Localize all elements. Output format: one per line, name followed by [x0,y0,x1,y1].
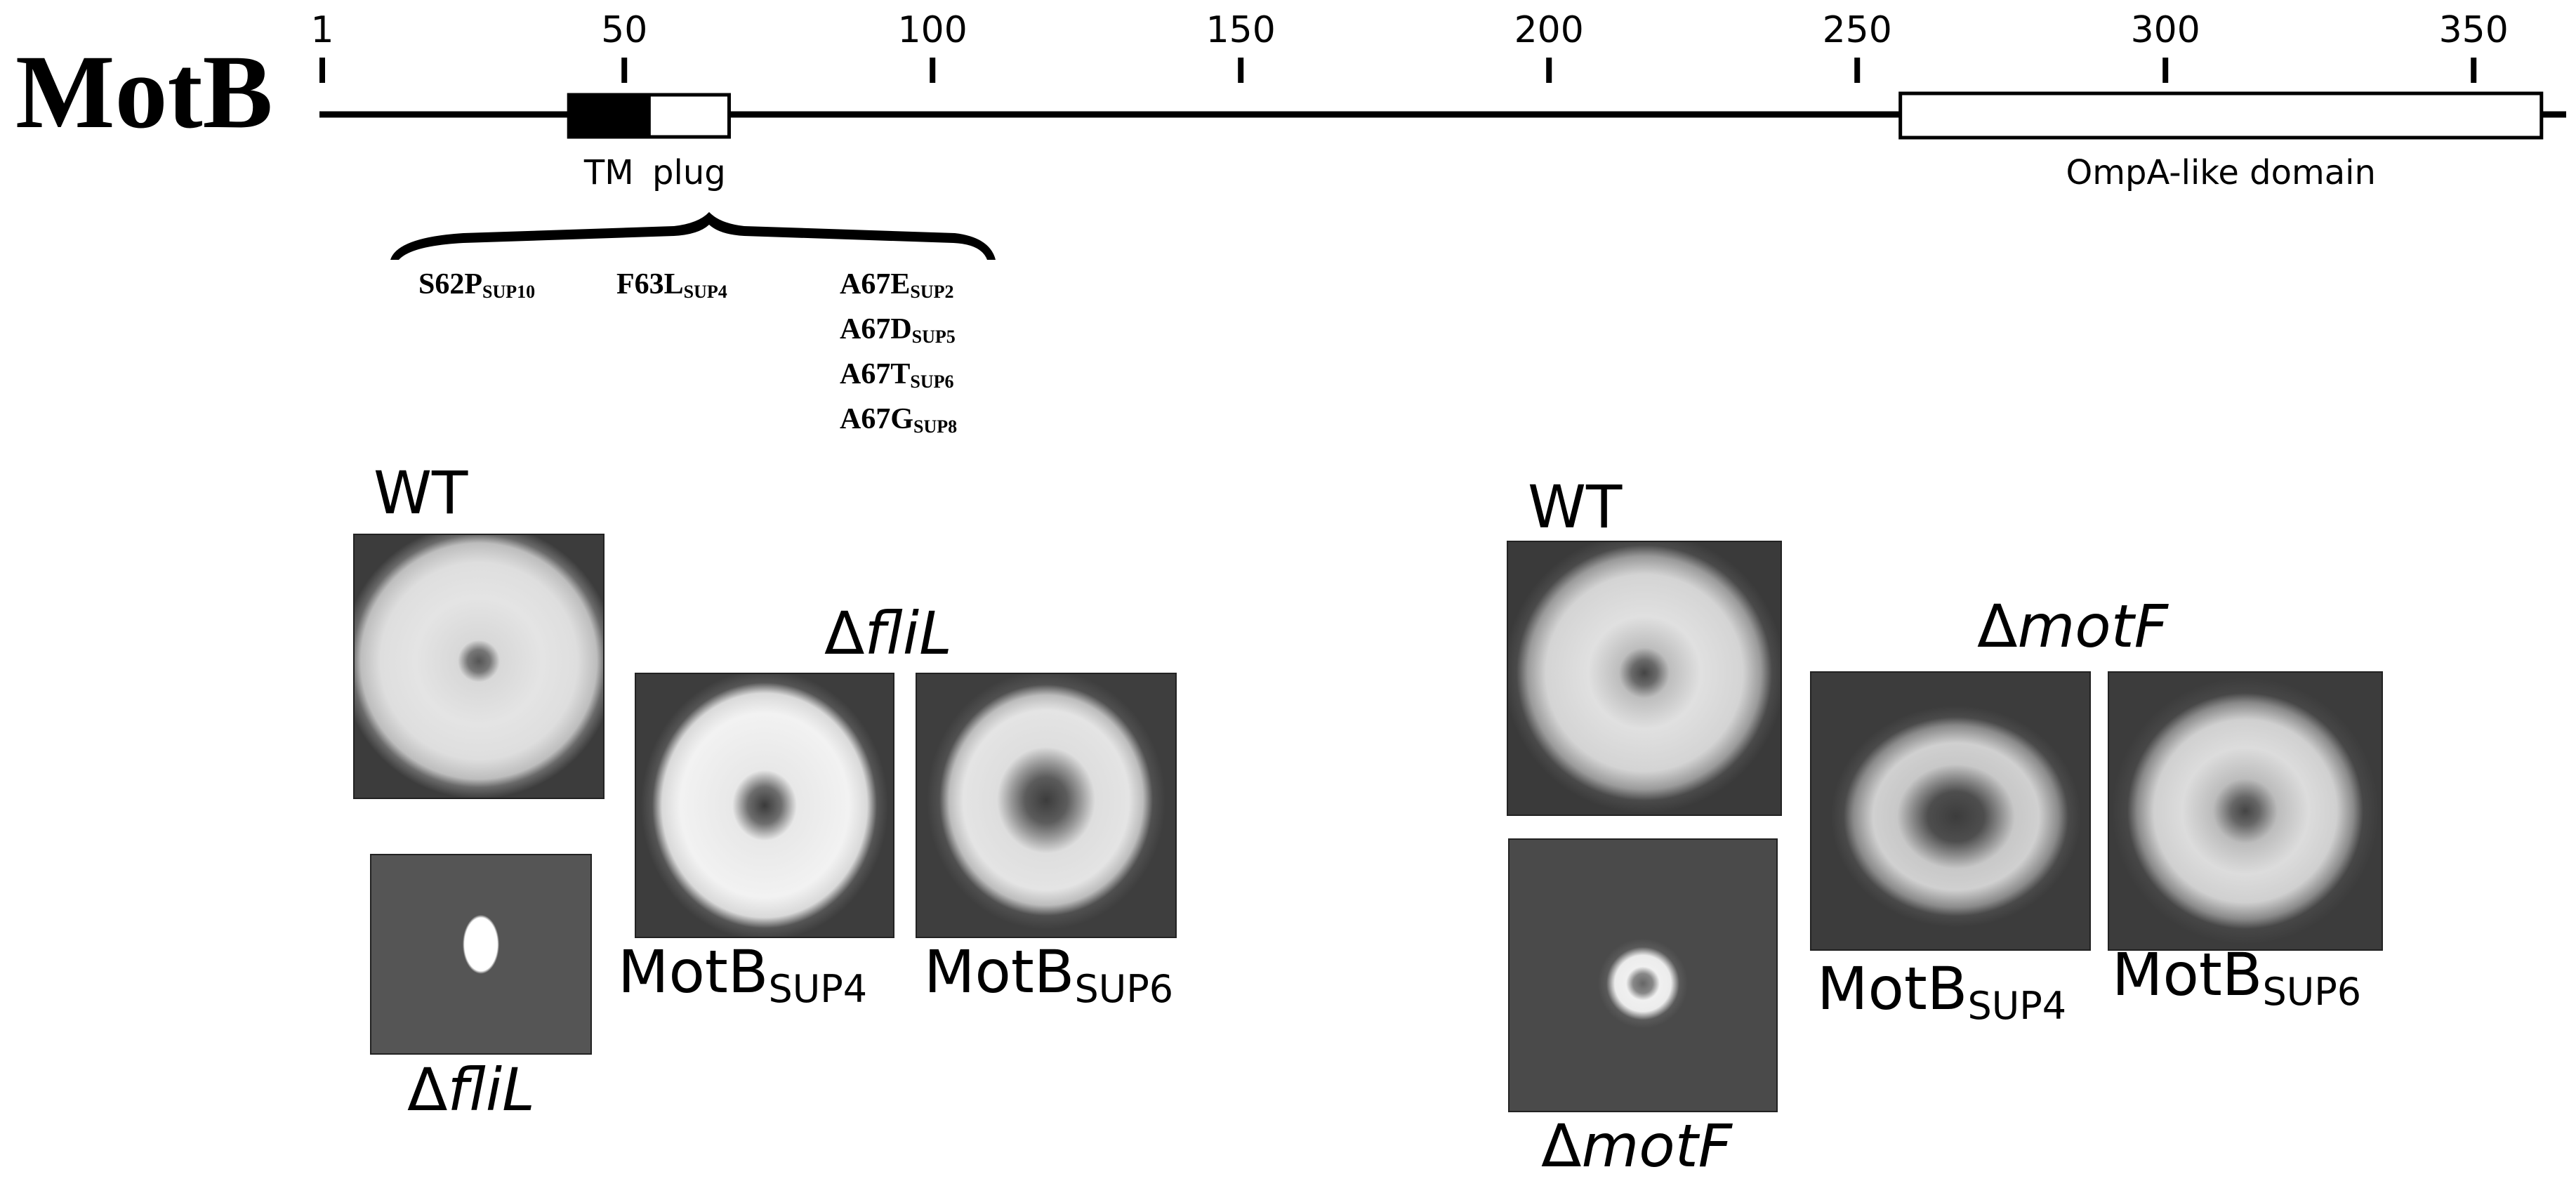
tm-domain [567,93,651,139]
tm-label: TM [583,153,634,192]
left-mutant-label: ΔfliL [407,1055,535,1124]
mutation-a67t: A67TSUP6 [840,358,954,392]
plate-motb-sup4-left [635,673,894,938]
mutation-a67e: A67ESUP2 [840,268,954,302]
plug-label: plug [652,153,726,192]
ruler-label-100: 100 [898,9,967,51]
plate-motb-sup4-right [1810,671,2091,951]
mutation-a67d: A67DSUP5 [840,313,956,347]
mutation-brace [390,212,996,260]
plate-motb-sup6-right [2108,671,2383,951]
plate-motb-sup6-left [916,673,1177,938]
right-mutant-label: ΔmotF [1541,1112,1732,1180]
mutation-a67g: A67GSUP8 [840,403,958,437]
left-sup4-label: MotBSUP4 [618,937,868,1011]
ruler-label-50: 50 [601,9,647,51]
mutation-s62p: S62PSUP10 [418,268,536,302]
left-sup6-label: MotBSUP6 [924,937,1174,1011]
right-group-label: ΔmotF [1977,592,2168,661]
right-wt-label: WT [1528,473,1623,541]
ruler-label-200: 200 [1514,9,1584,51]
protein-name: MotB [15,34,273,150]
mutation-f63l: F63LSUP4 [616,268,727,302]
plate-wt-left [353,534,605,799]
plate-mutant-left [370,854,592,1055]
ruler-label-350: 350 [2439,9,2509,51]
ruler-label-150: 150 [1206,9,1276,51]
right-sup6-label: MotBSUP6 [2112,940,2362,1014]
plug-domain [647,93,731,139]
ompa-domain [1898,91,2544,140]
ompa-label: OmpA-like domain [2066,153,2376,192]
plate-mutant-right [1508,838,1778,1112]
ruler-label-250: 250 [1823,9,1892,51]
right-sup4-label: MotBSUP4 [1817,954,2067,1028]
left-group-label: ΔfliL [824,599,952,668]
ruler-label-300: 300 [2131,9,2200,51]
plate-wt-right [1507,541,1782,816]
left-wt-label: WT [374,459,468,527]
ruler-label-1: 1 [310,9,333,51]
